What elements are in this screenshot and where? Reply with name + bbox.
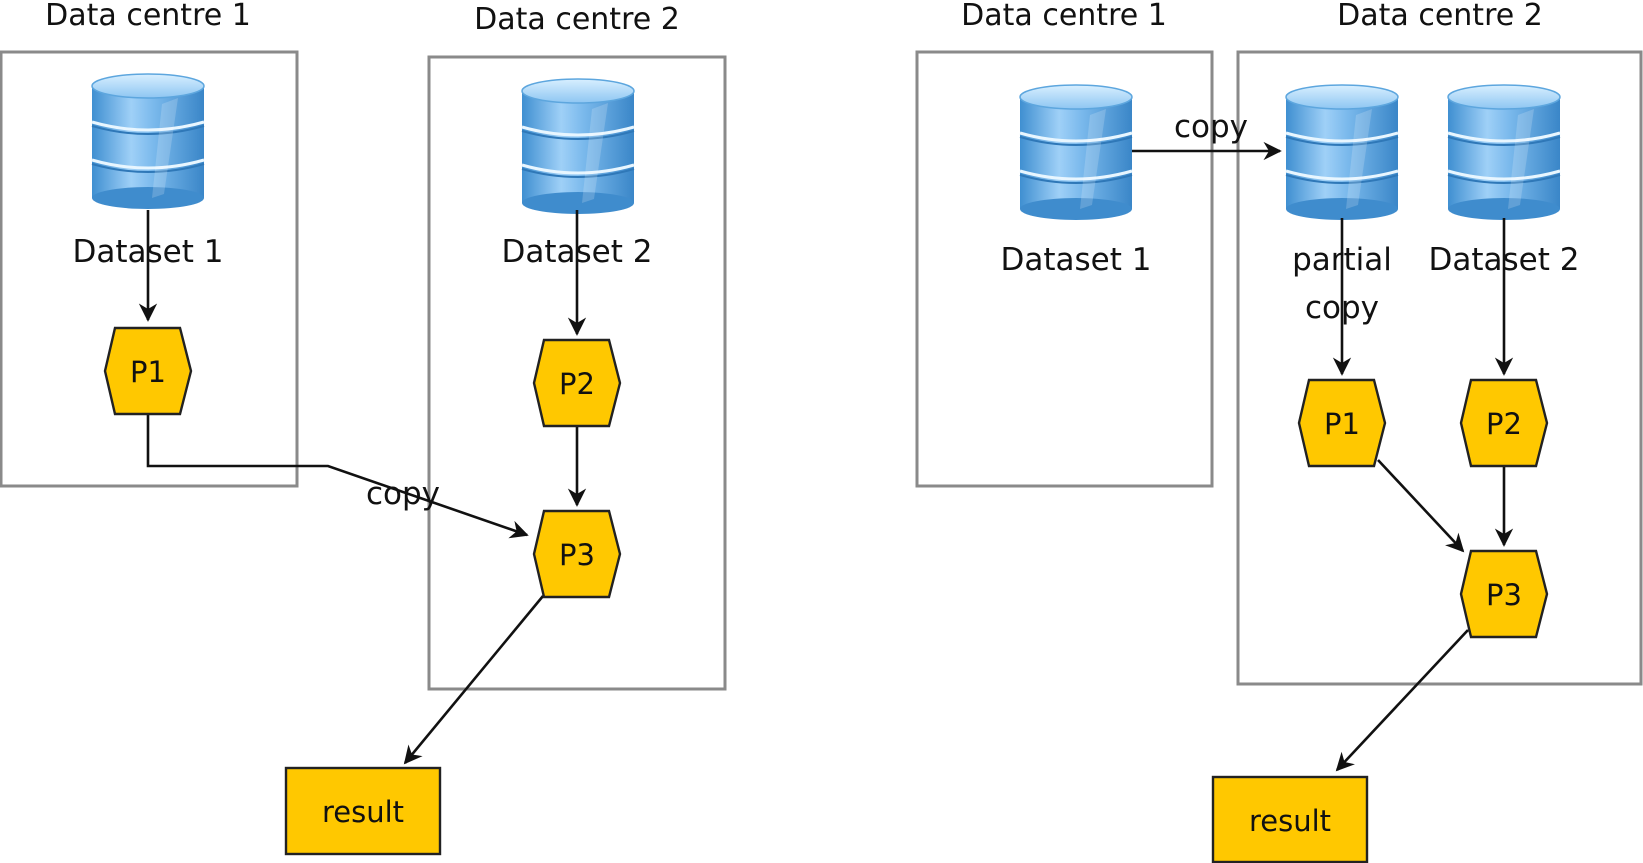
right-partial-copy-label-line1: partial (1292, 242, 1392, 278)
left-result-node: result (284, 766, 442, 856)
right-p3-label: P3 (1486, 578, 1522, 612)
left-dc2-title: Data centre 2 (474, 2, 680, 37)
right-dc1-title: Data centre 1 (961, 0, 1167, 33)
right-result-label: result (1249, 804, 1331, 838)
right-dc1-container (915, 50, 1214, 488)
left-copy-label: copy (366, 476, 440, 512)
right-process-p2: P2 (1459, 378, 1549, 468)
right-dataset2-label: Dataset 2 (1429, 242, 1580, 278)
right-partial-copy-label-line2: copy (1305, 290, 1379, 326)
right-p1-label: P1 (1324, 407, 1360, 441)
left-dataset1-database-icon (90, 72, 206, 211)
right-dataset2-database-icon (1446, 83, 1562, 222)
right-p2-label: P2 (1486, 407, 1522, 441)
right-dc2-title: Data centre 2 (1337, 0, 1543, 33)
left-p3-label: P3 (559, 538, 595, 572)
left-dataset2-database-icon (520, 77, 636, 216)
left-dc2-container (427, 55, 727, 691)
left-process-p1: P1 (103, 326, 193, 416)
right-dc2-container (1236, 50, 1643, 686)
left-process-p2: P2 (532, 338, 622, 428)
right-dataset1-label: Dataset 1 (1001, 242, 1152, 278)
left-result-label: result (322, 795, 404, 829)
left-diagram: Data centre 1 Data centre 2 Dataset 1 Da… (0, 0, 727, 856)
left-p2-label: P2 (559, 367, 595, 401)
right-process-p3: P3 (1459, 549, 1549, 639)
right-edge-p3-to-result (1335, 629, 1469, 772)
left-dataset2-label: Dataset 2 (502, 234, 653, 270)
left-edge-p3-to-result (403, 595, 545, 765)
right-partial-copy-database-icon (1284, 83, 1400, 222)
left-p1-label: P1 (130, 355, 166, 389)
left-dc1-container (0, 50, 299, 488)
right-dataset1-database-icon (1018, 83, 1134, 222)
right-diagram: Data centre 1 Data centre 2 copy Dataset… (915, 0, 1643, 863)
right-process-p1: P1 (1297, 378, 1387, 468)
left-process-p3: P3 (532, 509, 622, 599)
left-dataset1-label: Dataset 1 (73, 234, 224, 270)
left-dc1-title: Data centre 1 (45, 0, 251, 33)
right-result-node: result (1211, 775, 1369, 863)
right-edge-p1-to-p3 (1377, 459, 1465, 553)
right-copy-label: copy (1174, 109, 1248, 145)
left-edge-p1-to-p3-copy (146, 414, 529, 539)
